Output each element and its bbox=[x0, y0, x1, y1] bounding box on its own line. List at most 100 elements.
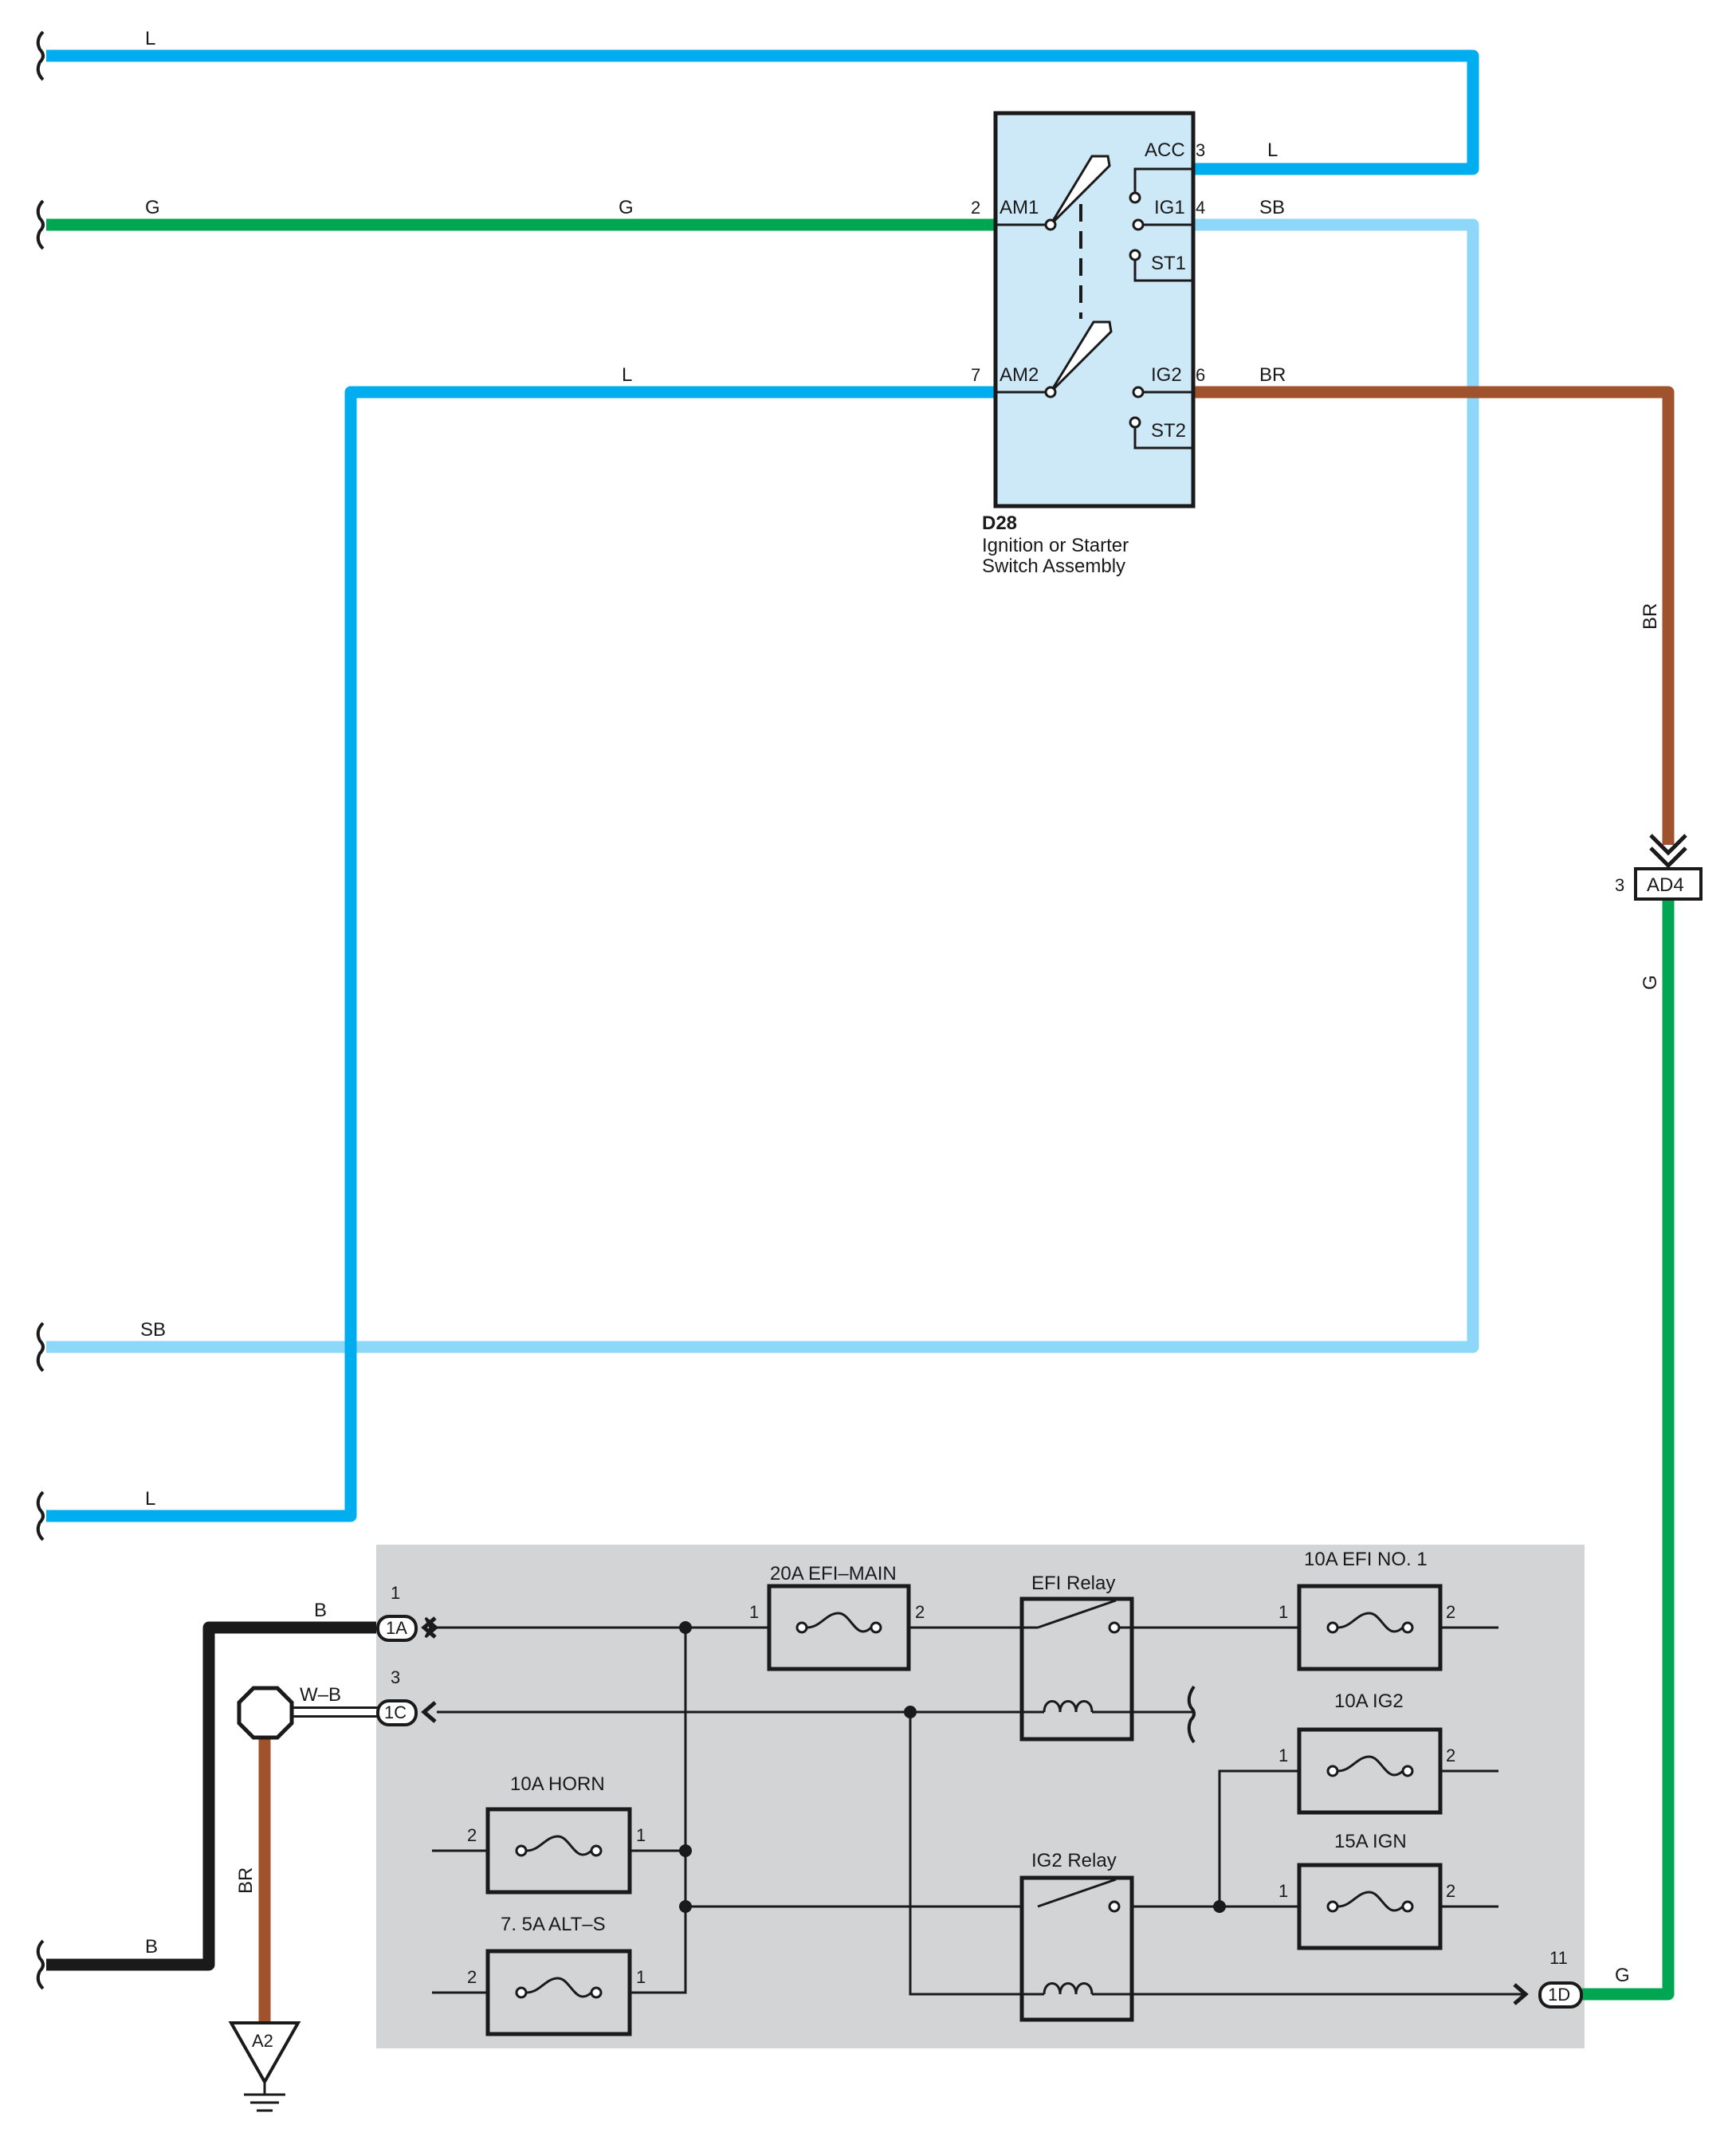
am1-pivot bbox=[1044, 218, 1057, 231]
fuse-efi-no1 bbox=[1297, 1584, 1443, 1671]
label-am2-l: L bbox=[622, 364, 632, 386]
label-ground-b-bottom: B bbox=[145, 1936, 158, 1958]
break-mark-sb bbox=[36, 1321, 45, 1372]
pin-ig1: 4 bbox=[1196, 198, 1205, 218]
ig2-relay-label: IG2 Relay bbox=[1031, 1850, 1117, 1871]
break-mark-top-l bbox=[36, 30, 45, 81]
ig2-fuse-pin1: 1 bbox=[1278, 1746, 1288, 1765]
efi-relay bbox=[1019, 1596, 1134, 1742]
line-1c-branch bbox=[909, 1712, 1022, 1996]
pin-acc: 3 bbox=[1196, 140, 1205, 160]
relays bbox=[1019, 1596, 1134, 2022]
label-right-br: BR bbox=[1640, 603, 1661, 630]
ignition-switch-name-line1: Ignition or Starter bbox=[982, 535, 1129, 556]
ground-a2: A2 bbox=[228, 2021, 301, 2112]
wire-labels: L G G L L SB BR BR G SB L B B W–B BR G bbox=[140, 28, 1661, 1986]
junction-1a bbox=[679, 1621, 692, 1634]
st2-bracket bbox=[1133, 427, 1193, 450]
break-mark-top-g bbox=[36, 199, 45, 250]
efi-no1-pin1: 1 bbox=[1278, 1602, 1288, 1622]
ad4-label: AD4 bbox=[1647, 874, 1684, 896]
efi-relay-label: EFI Relay bbox=[1031, 1573, 1115, 1594]
ignition-switch: AM1 AM2 ACC IG1 ST1 IG2 ST2 2 7 3 4 6 D2… bbox=[971, 111, 1205, 577]
ignition-switch-name-line2: Switch Assembly bbox=[982, 556, 1125, 577]
label-ground-br: BR bbox=[235, 1867, 257, 1894]
am1-lever bbox=[1049, 155, 1111, 226]
label-bottom-l: L bbox=[145, 1488, 155, 1510]
st2-contact bbox=[1129, 416, 1141, 429]
ign-pin1: 1 bbox=[1278, 1881, 1288, 1901]
junction-dots bbox=[679, 1621, 1226, 1913]
terminal-am2: AM2 bbox=[1000, 364, 1039, 386]
acc-contact bbox=[1129, 191, 1141, 204]
fuse-ig2 bbox=[1297, 1727, 1443, 1815]
alts-label: 7. 5A ALT–S bbox=[501, 1914, 606, 1935]
connector-1d-pin: 11 bbox=[1549, 1948, 1568, 1968]
connector-1c: 1C 3 bbox=[376, 1667, 437, 1726]
break-mark-l bbox=[36, 1490, 45, 1541]
ig2-fuse-pin2: 2 bbox=[1446, 1746, 1455, 1765]
pin-am2: 7 bbox=[971, 365, 980, 385]
label-wb: W–B bbox=[300, 1684, 341, 1706]
wire-ig1-sb bbox=[46, 218, 1479, 1353]
wire-am2-l bbox=[46, 386, 996, 1522]
efi-no1-pin2: 2 bbox=[1446, 1602, 1455, 1622]
label-ground-b-top: B bbox=[314, 1600, 327, 1621]
horn-pin2: 2 bbox=[467, 1825, 477, 1845]
connector-1a: 1A 1 bbox=[376, 1583, 439, 1642]
break-mark-efi-relay bbox=[1187, 1685, 1196, 1744]
st1-contact bbox=[1129, 249, 1141, 261]
ad4-box bbox=[1634, 867, 1703, 901]
fuses bbox=[485, 1584, 1443, 2036]
pin-ig2: 6 bbox=[1196, 365, 1205, 385]
am2-pivot bbox=[1044, 386, 1057, 399]
label-top-g-left: G bbox=[145, 197, 160, 218]
efi-main-label: 20A EFI–MAIN bbox=[770, 1563, 897, 1585]
connector-1c-label: 1C bbox=[384, 1702, 407, 1722]
horn-label: 10A HORN bbox=[510, 1773, 605, 1795]
label-ig2-br: BR bbox=[1259, 364, 1286, 386]
junction-ig2 bbox=[679, 1900, 692, 1913]
wire-top-l bbox=[46, 49, 1479, 175]
ad4-arrow-upper bbox=[1649, 834, 1687, 856]
acc-bracket bbox=[1133, 167, 1193, 198]
terminal-st2: ST2 bbox=[1151, 420, 1186, 442]
connector-1d-label: 1D bbox=[1548, 1985, 1570, 2005]
terminal-acc: ACC bbox=[1145, 139, 1185, 161]
line-ig2-branch bbox=[1218, 1769, 1299, 1907]
label-right-g: G bbox=[1640, 975, 1661, 990]
connector-1a-label: 1A bbox=[386, 1618, 407, 1638]
wire-ig2-br bbox=[1193, 386, 1675, 845]
ig2-fuse-label: 10A IG2 bbox=[1334, 1691, 1404, 1712]
efi-no1-label: 10A EFI NO. 1 bbox=[1304, 1549, 1428, 1570]
ground-junction bbox=[237, 1686, 294, 1740]
wire-ground-b bbox=[46, 1621, 376, 1971]
junction-1c bbox=[904, 1706, 917, 1718]
bus-vertical bbox=[642, 1628, 687, 1994]
relay-block-wiring bbox=[432, 1626, 1524, 1996]
label-top-g-mid: G bbox=[619, 197, 634, 218]
alts-pin2: 2 bbox=[467, 1967, 477, 1987]
label-ig1-sb: SB bbox=[1259, 197, 1285, 218]
relay-block-labels: 20A EFI–MAIN 1 2 EFI Relay 10A EFI NO. 1… bbox=[467, 1549, 1455, 1987]
label-bottom-sb: SB bbox=[140, 1319, 166, 1341]
terminal-ig2: IG2 bbox=[1151, 364, 1182, 386]
ig2-contact bbox=[1132, 386, 1145, 399]
ign-pin2: 2 bbox=[1446, 1881, 1455, 1901]
label-acc-l: L bbox=[1267, 139, 1278, 161]
ignition-switch-code: D28 bbox=[982, 512, 1017, 534]
connector-1c-pin: 3 bbox=[391, 1667, 400, 1687]
fuse-ign bbox=[1297, 1863, 1443, 1950]
connector-1a-pin: 1 bbox=[391, 1583, 400, 1603]
am2-lever bbox=[1049, 320, 1113, 394]
connector-1d: 1D 11 bbox=[1513, 1948, 1583, 2009]
ad4-arrow-lower bbox=[1649, 846, 1687, 869]
junction-ign bbox=[1213, 1900, 1226, 1913]
break-mark-b bbox=[36, 1939, 45, 1990]
alts-pin1: 1 bbox=[636, 1967, 646, 1987]
ig1-contact bbox=[1132, 218, 1145, 231]
fuse-efi-main bbox=[767, 1584, 911, 1671]
st1-bracket bbox=[1133, 260, 1193, 282]
terminal-st1: ST1 bbox=[1151, 253, 1186, 274]
